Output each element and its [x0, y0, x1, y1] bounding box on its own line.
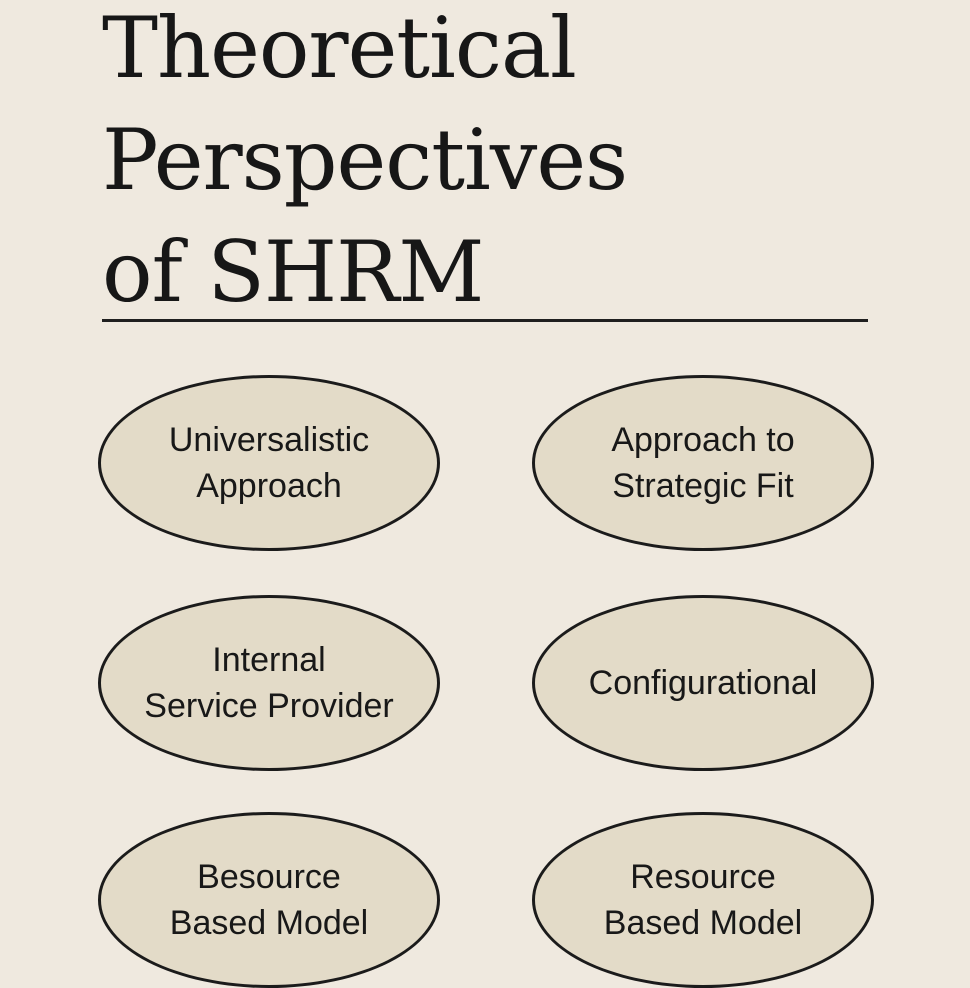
title-line-3: of SHRM: [102, 223, 484, 321]
node-besource-based-model: Besource Based Model: [98, 812, 440, 988]
title-line-1: Theoretical: [102, 0, 577, 97]
node-label: Internal Service Provider: [144, 641, 394, 725]
title-line-2: Perspectives: [102, 111, 628, 209]
node-label: Besource Based Model: [169, 858, 369, 942]
node-label: Resource Based Model: [603, 858, 803, 942]
node-configurational: Configurational: [532, 595, 874, 771]
page-title: Theoretical Perspectives of SHRM: [102, 0, 922, 328]
node-approach-to-strategic-fit: Approach to Strategic Fit: [532, 375, 874, 551]
node-label: Configurational: [588, 664, 818, 702]
node-universalistic-approach: Universalistic Approach: [98, 375, 440, 551]
node-internal-service-provider: Internal Service Provider: [98, 595, 440, 771]
node-label: Universalistic Approach: [168, 421, 370, 505]
title-divider: [102, 319, 868, 322]
node-resource-based-model: Resource Based Model: [532, 812, 874, 988]
node-label: Approach to Strategic Fit: [611, 421, 795, 505]
